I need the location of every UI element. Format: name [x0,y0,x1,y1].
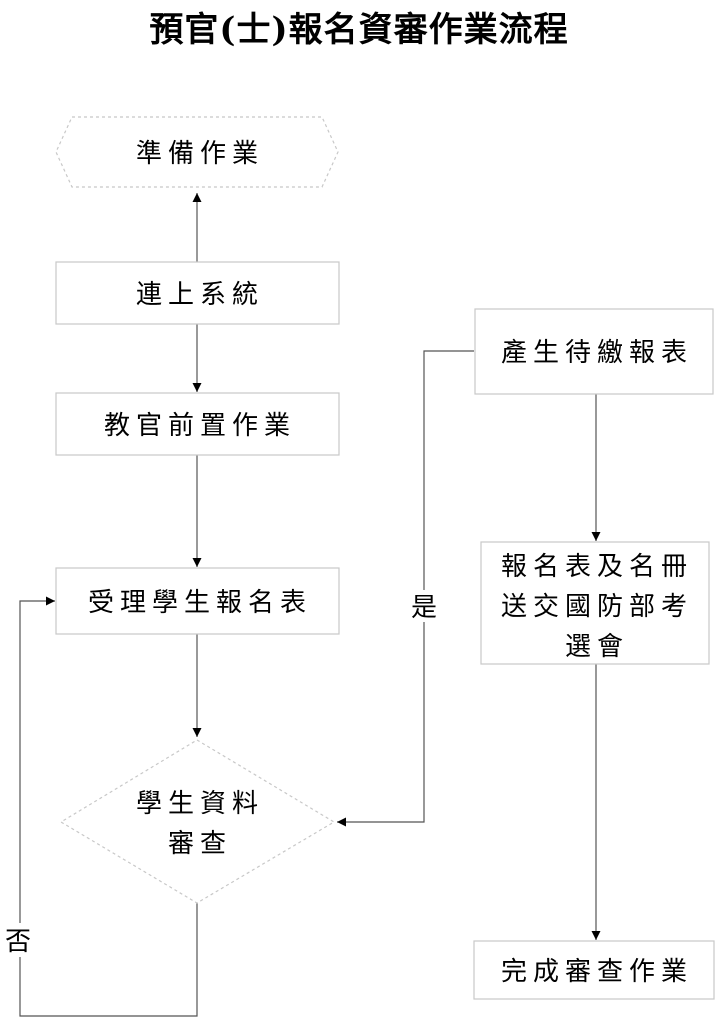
node-send-label-line1: 報名表及名冊 [501,552,693,582]
edge-review-yes [337,350,474,827]
node-instructor-setup-label: 教官前置作業 [104,411,296,441]
node-connect-shape [55,261,340,325]
no-label-bg [4,923,34,957]
node-generate-report-shape [474,308,714,395]
edge-review-no-loop [19,596,198,1017]
node-review-decision-shape [59,739,336,904]
node-send-label-line2: 送交國防部考 [501,592,693,622]
node-prepare-shape [55,116,339,188]
edge-label-yes: 是 [411,593,437,623]
page-title: 預官(士)報名資審作業流程 [149,10,569,50]
node-complete-shape [473,940,715,1000]
node-accept-form-shape [55,567,340,635]
node-review-label-line2: 審查 [168,829,232,859]
edge-label-no: 否 [5,927,31,957]
node-instructor-setup-shape [55,392,340,456]
yes-label-bg [410,590,438,622]
node-review-label-line1: 學生資料 [136,789,264,819]
node-accept-form-label: 受理學生報名表 [88,588,312,618]
node-prepare-label: 準備作業 [136,139,264,169]
node-generate-report-label: 產生待繳報表 [501,338,693,368]
node-send-shape [480,541,710,665]
node-connect-label: 連上系統 [136,280,264,310]
node-send-label-line3: 選會 [565,632,629,662]
node-complete-label: 完成審查作業 [501,957,693,987]
